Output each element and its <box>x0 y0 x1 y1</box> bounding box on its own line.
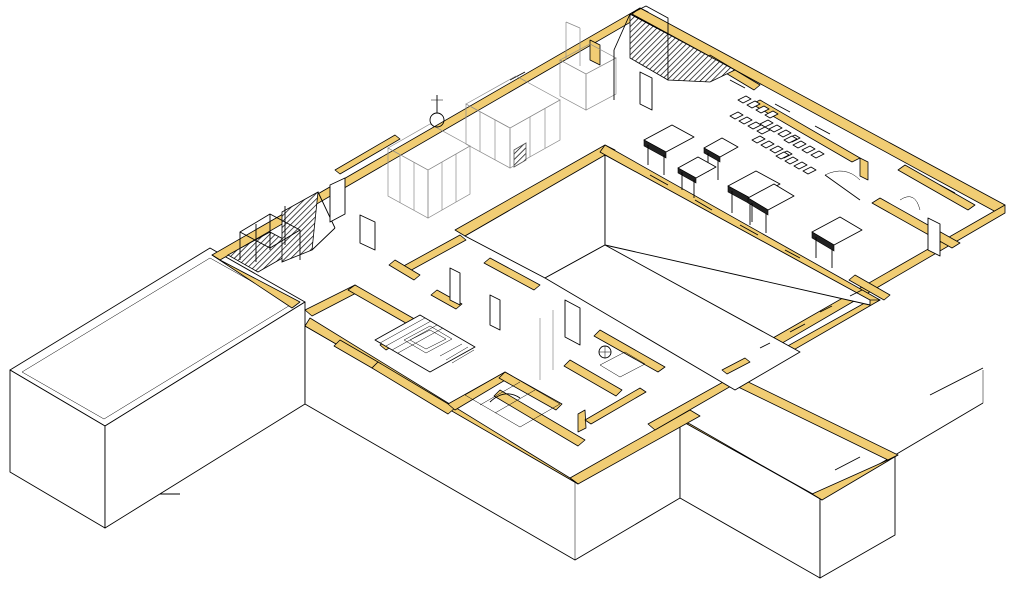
workbenches <box>643 124 863 268</box>
chair-23 <box>802 166 817 175</box>
chair-19 <box>810 150 825 159</box>
chair-18 <box>801 145 816 154</box>
chair-16 <box>783 135 798 144</box>
chair-13 <box>760 140 775 149</box>
seating-rows <box>729 95 825 175</box>
staircase <box>374 314 561 428</box>
glass-pavilions <box>387 21 617 219</box>
chair-5 <box>738 116 753 125</box>
chair-1 <box>746 100 761 109</box>
chair-22 <box>793 161 808 170</box>
chair-6 <box>747 121 762 130</box>
chair-20 <box>775 151 790 160</box>
chair-0 <box>737 95 752 104</box>
doors <box>359 71 941 380</box>
hatched-installations <box>227 5 736 273</box>
chair-7 <box>756 126 771 135</box>
chair-14 <box>769 145 784 154</box>
window-marks <box>509 71 956 471</box>
chair-2 <box>755 105 770 114</box>
chair-17 <box>792 140 807 149</box>
chair-12 <box>751 135 766 144</box>
interior-walls <box>304 39 976 447</box>
chair-9 <box>768 124 783 133</box>
left-annex-block <box>9 247 306 529</box>
chair-4 <box>729 111 744 120</box>
chair-8 <box>759 119 774 128</box>
chair-10 <box>777 129 792 138</box>
chair-21 <box>784 156 799 165</box>
chair-3 <box>764 110 779 119</box>
